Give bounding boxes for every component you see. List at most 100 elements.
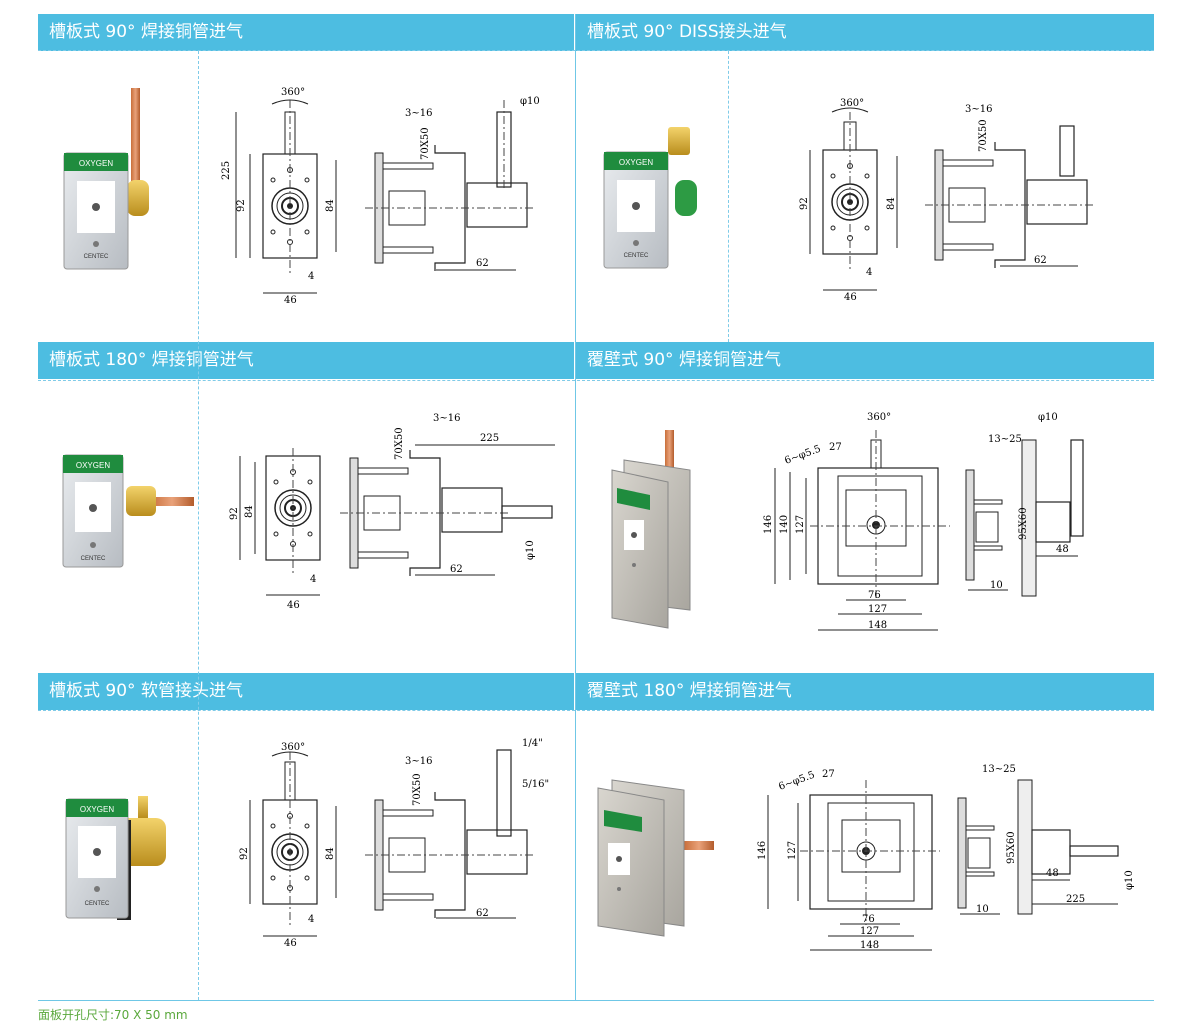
svg-text:225: 225 [480, 433, 499, 444]
oxygen-label: OXYGEN [79, 159, 113, 168]
brand-label: CENTEC [85, 901, 110, 907]
svg-text:3~16: 3~16 [433, 413, 460, 424]
svg-text:46: 46 [844, 292, 857, 303]
photo-divider [198, 51, 199, 1000]
svg-text:225: 225 [221, 161, 232, 180]
svg-text:92: 92 [229, 507, 240, 520]
svg-text:148: 148 [868, 620, 887, 631]
svg-text:70X50: 70X50 [412, 773, 423, 806]
svg-text:46: 46 [287, 600, 300, 611]
svg-text:13~25: 13~25 [988, 434, 1022, 445]
svg-text:3~16: 3~16 [405, 108, 432, 119]
svg-text:360°: 360° [840, 98, 864, 109]
footer-divider [38, 1000, 1154, 1001]
svg-text:φ10: φ10 [1124, 870, 1135, 890]
oxygen-label: OXYGEN [76, 461, 110, 470]
brand-label: CENTEC [624, 253, 649, 259]
svg-text:62: 62 [476, 908, 489, 919]
svg-text:62: 62 [450, 564, 463, 575]
row-divider [38, 50, 1154, 51]
svg-text:92: 92 [239, 847, 250, 860]
outlet-photo: OXYGEN CENTEC [65, 796, 166, 920]
svg-text:84: 84 [244, 505, 255, 518]
wall-front-drawing: 360° 6~φ5.5 27 146 140 127 76 127 148 [763, 412, 950, 631]
svg-text:27: 27 [822, 769, 835, 780]
svg-text:48: 48 [1046, 868, 1059, 879]
svg-text:127: 127 [860, 926, 879, 937]
svg-text:4: 4 [866, 267, 872, 278]
panel-cutout-note: 面板开孔尺寸:70 X 50 mm [38, 1008, 188, 1022]
svg-text:127: 127 [795, 515, 806, 534]
outlet-photo [611, 430, 691, 629]
outlet-photo [597, 779, 714, 937]
svg-text:6~φ5.5: 6~φ5.5 [783, 444, 822, 467]
side-drawing: 3~16 70X50 62 [924, 104, 1096, 269]
svg-text:70X50: 70X50 [420, 127, 431, 160]
svg-text:127: 127 [787, 841, 798, 860]
wall-side-drawing: 10 13~25 95X60 48 225 φ10 [957, 764, 1135, 915]
row-divider [38, 380, 1154, 381]
front-drawing: 92 84 46 4 [229, 448, 321, 611]
svg-text:48: 48 [1056, 544, 1069, 555]
svg-text:146: 146 [763, 515, 774, 534]
svg-text:3~16: 3~16 [405, 756, 432, 767]
svg-text:27: 27 [829, 442, 842, 453]
svg-text:46: 46 [284, 295, 297, 306]
svg-text:1/4": 1/4" [522, 738, 543, 749]
svg-text:146: 146 [757, 841, 768, 860]
svg-text:92: 92 [799, 197, 810, 210]
section-header: 覆壁式 90° 焊接铜管进气 [576, 342, 1154, 379]
row-divider [38, 710, 1154, 711]
svg-text:62: 62 [476, 258, 489, 269]
svg-text:5/16": 5/16" [522, 779, 549, 790]
svg-text:4: 4 [308, 271, 314, 282]
wall-side-drawing: 10 φ10 13~25 95X60 48 [965, 412, 1084, 597]
svg-text:46: 46 [284, 938, 297, 949]
svg-text:76: 76 [862, 914, 875, 925]
section-header: 槽板式 90° DISS接头进气 [576, 14, 1154, 51]
svg-text:92: 92 [236, 199, 247, 212]
svg-text:76: 76 [868, 590, 881, 601]
svg-text:360°: 360° [281, 87, 305, 98]
svg-text:4: 4 [310, 574, 316, 585]
svg-text:φ10: φ10 [1038, 412, 1058, 423]
side-drawing: 3~16 70X50 φ10 62 [364, 96, 540, 272]
svg-text:6~φ5.5: 6~φ5.5 [777, 770, 816, 793]
svg-text:3~16: 3~16 [965, 104, 992, 115]
svg-text:95X60: 95X60 [1006, 831, 1017, 864]
svg-text:13~25: 13~25 [982, 764, 1016, 775]
svg-text:225: 225 [1066, 894, 1085, 905]
section-header: 槽板式 90° 软管接头进气 [38, 673, 574, 710]
svg-text:62: 62 [1034, 255, 1047, 266]
svg-text:4: 4 [308, 914, 314, 925]
svg-text:95X60: 95X60 [1018, 507, 1029, 540]
svg-text:360°: 360° [867, 412, 891, 423]
outlet-photo: OXYGEN CENTEC [62, 454, 194, 568]
front-drawing: 225 92 84 360° 46 4 [221, 87, 337, 306]
svg-text:70X50: 70X50 [394, 427, 405, 460]
svg-text:φ10: φ10 [525, 540, 536, 560]
photo-divider [728, 51, 729, 342]
section-header: 槽板式 180° 焊接铜管进气 [38, 342, 574, 379]
front-drawing: 92 84 360° 46 4 [239, 742, 337, 949]
svg-text:84: 84 [886, 197, 897, 210]
svg-text:140: 140 [779, 515, 790, 534]
svg-text:φ10: φ10 [520, 96, 540, 107]
section-header: 覆壁式 180° 焊接铜管进气 [576, 673, 1154, 710]
svg-text:10: 10 [990, 580, 1003, 591]
brand-label: CENTEC [84, 254, 109, 260]
side-drawing: 3~16 70X50 1/4" 5/16" 62 [364, 738, 549, 919]
oxygen-label: OXYGEN [619, 158, 653, 167]
outlet-photo: OXYGEN CENTEC [603, 127, 697, 269]
svg-text:10: 10 [976, 904, 989, 915]
column-divider [575, 14, 576, 1000]
wall-front-drawing: 6~φ5.5 27 146 127 76 127 148 [757, 769, 940, 951]
front-drawing: 92 84 360° 46 4 [799, 98, 898, 303]
svg-text:148: 148 [860, 940, 879, 951]
brand-label: CENTEC [81, 556, 106, 562]
svg-text:70X50: 70X50 [978, 119, 989, 152]
section-header: 槽板式 90° 焊接铜管进气 [38, 14, 574, 51]
svg-text:360°: 360° [281, 742, 305, 753]
svg-text:127: 127 [868, 604, 887, 615]
